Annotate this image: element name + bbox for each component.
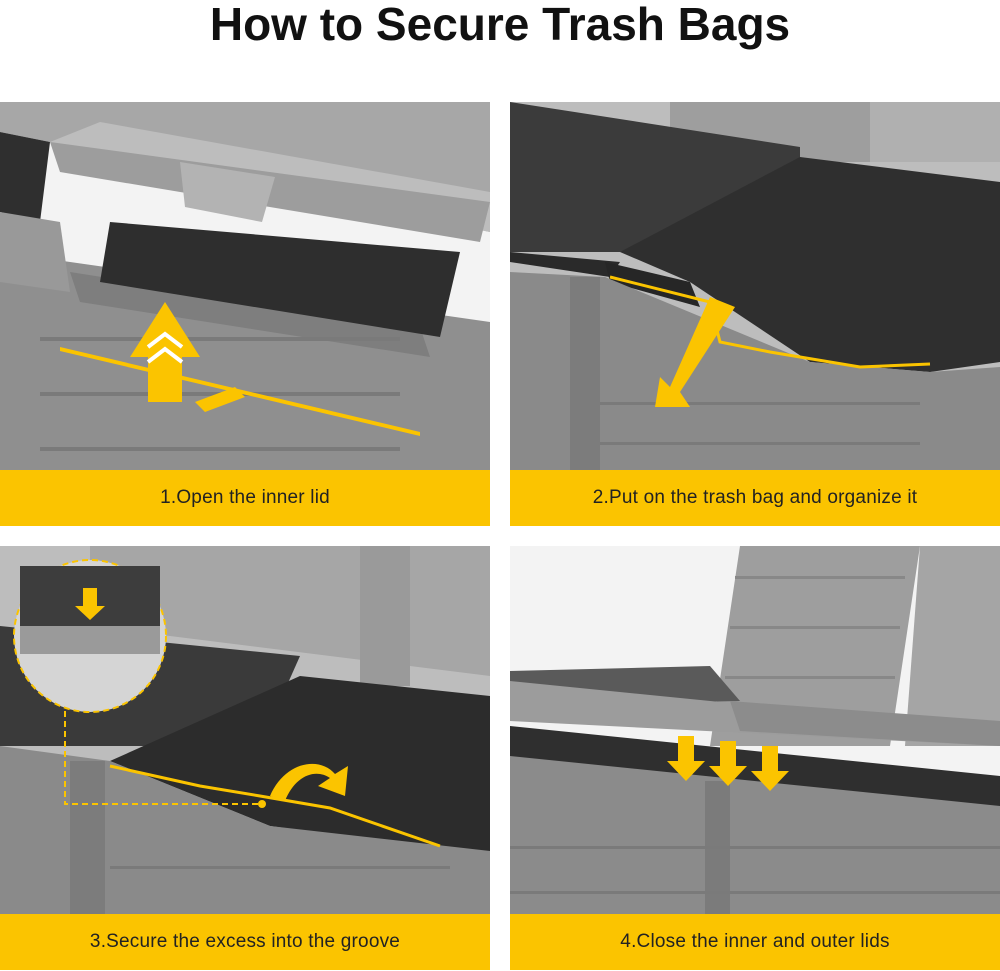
step-2-panel: 2.Put on the trash bag and organize it bbox=[510, 102, 1000, 526]
step-1-panel: 1.Open the inner lid bbox=[0, 102, 490, 526]
step-3-panel: 3.Secure the excess into the groove bbox=[0, 546, 490, 970]
step-2-caption: 2.Put on the trash bag and organize it bbox=[510, 470, 1000, 526]
step-3-illustration bbox=[0, 546, 490, 914]
down-arrow-icon-1 bbox=[667, 736, 705, 781]
up-arrow-icon bbox=[130, 302, 200, 402]
down-arrow-icon-3 bbox=[751, 746, 789, 791]
curved-arrow-icon bbox=[270, 763, 348, 801]
down-arrow-icon-2 bbox=[709, 741, 747, 786]
page-title: How to Secure Trash Bags bbox=[209, 0, 791, 50]
step-1-illustration bbox=[0, 102, 490, 470]
step-4-panel: 4.Close the inner and outer lids bbox=[510, 546, 1000, 970]
step-3-caption: 3.Secure the excess into the groove bbox=[0, 914, 490, 970]
step-2-illustration bbox=[510, 102, 1000, 470]
step-1-caption: 1.Open the inner lid bbox=[0, 470, 490, 526]
zoom-down-arrow-icon bbox=[75, 588, 105, 620]
step-4-caption: 4.Close the inner and outer lids bbox=[510, 914, 1000, 970]
step-4-illustration bbox=[510, 546, 1000, 914]
down-arrow-icon bbox=[655, 297, 735, 407]
